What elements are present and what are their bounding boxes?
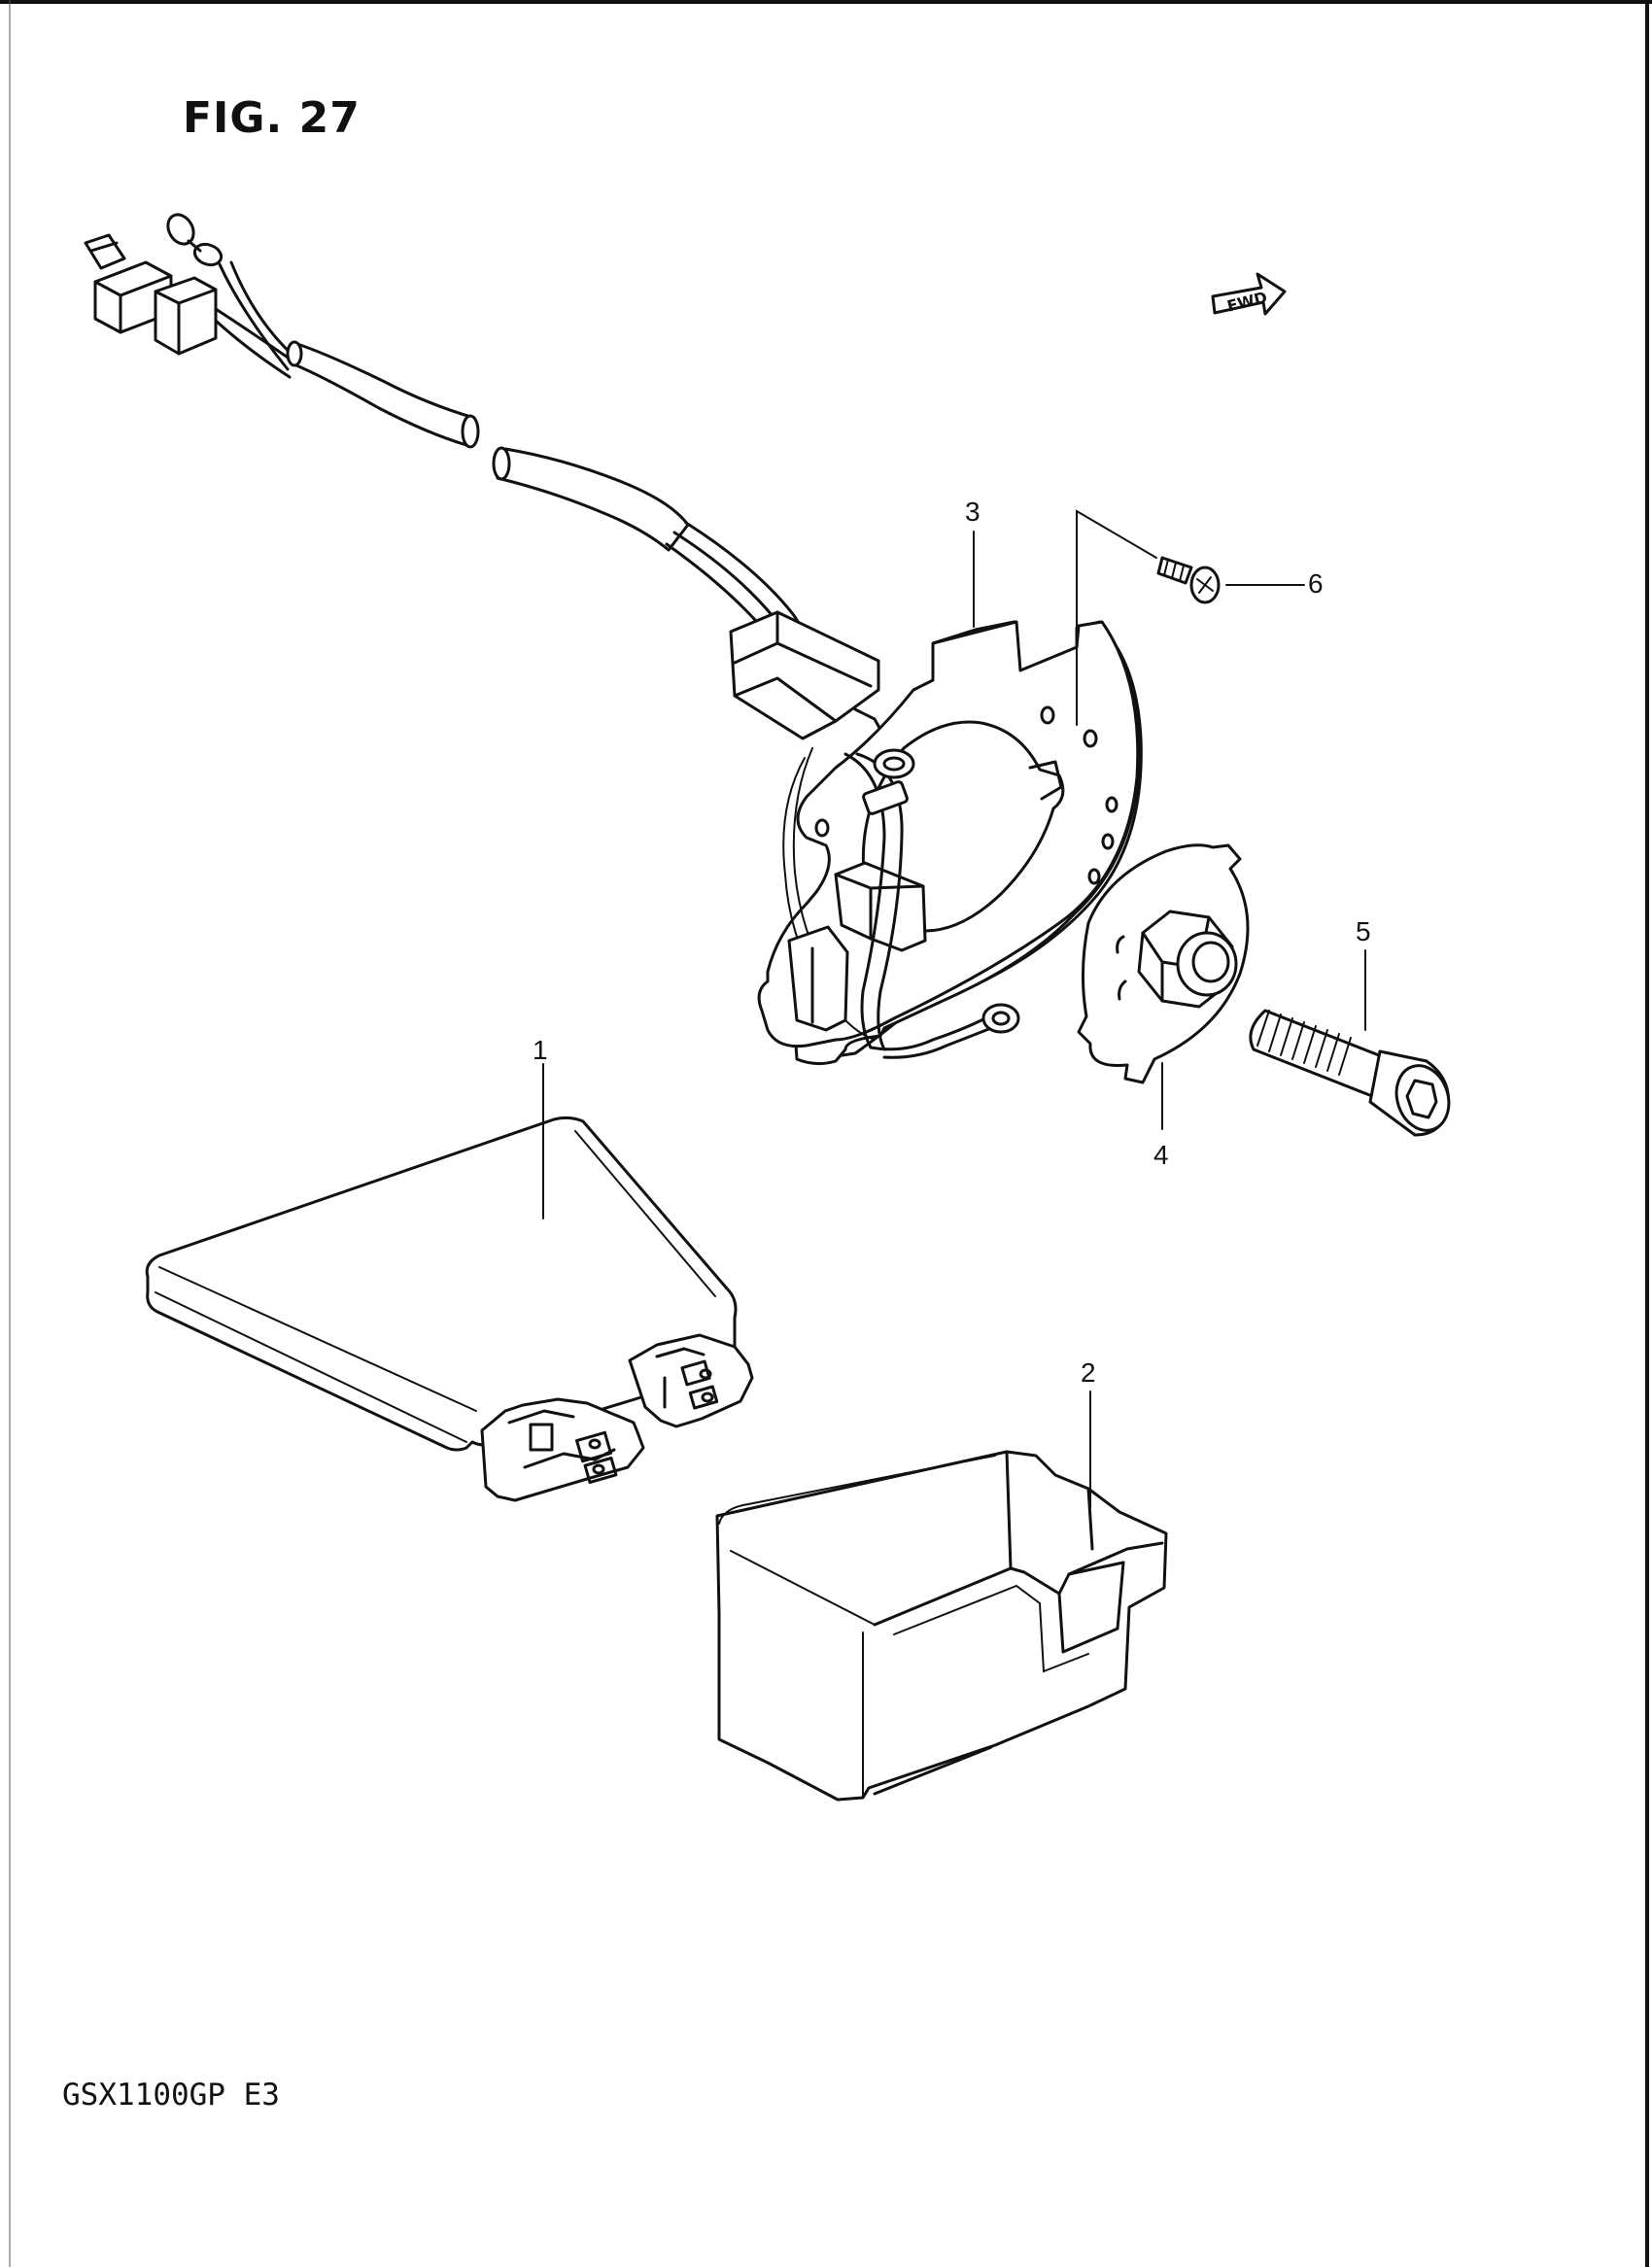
bullet-terminal bbox=[166, 213, 224, 267]
igniter-cover bbox=[715, 1450, 1168, 1802]
signal-generator-plate bbox=[757, 620, 1143, 1066]
model-code: GSX1100GP E3 bbox=[62, 2078, 280, 2112]
screw bbox=[1156, 556, 1221, 604]
rotor bbox=[1077, 843, 1250, 1084]
callout-3: 3 bbox=[965, 497, 981, 527]
leader-lines bbox=[542, 531, 1366, 1508]
wiring-harness bbox=[84, 213, 816, 684]
callout-1: 1 bbox=[533, 1035, 548, 1065]
callout-2: 2 bbox=[1081, 1357, 1096, 1388]
harness-connector-block bbox=[84, 233, 218, 356]
fwd-direction-badge: FWD bbox=[1211, 272, 1287, 316]
callout-6: 6 bbox=[1308, 568, 1324, 599]
callout-labels: 1 2 3 4 5 6 bbox=[533, 497, 1371, 1388]
igniter-unit bbox=[145, 1116, 754, 1502]
callout-5: 5 bbox=[1356, 916, 1371, 946]
figure-title: FIG. 27 bbox=[183, 93, 361, 143]
wire-grommet bbox=[729, 610, 886, 746]
callout-4: 4 bbox=[1153, 1140, 1169, 1170]
bolt bbox=[1249, 1009, 1451, 1137]
